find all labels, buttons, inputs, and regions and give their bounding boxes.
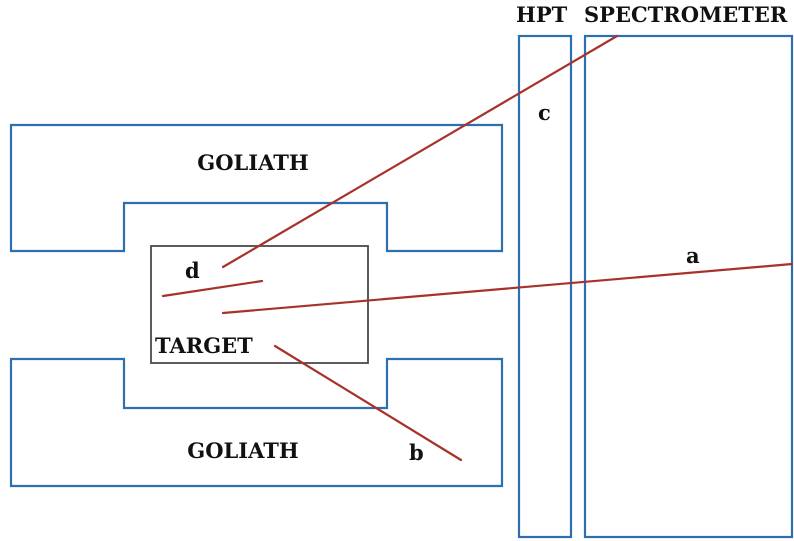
- track-a-line: [221, 262, 794, 315]
- spectrometer-detector: [583, 34, 794, 539]
- goliath-bottom-label: GOLIATH: [187, 438, 298, 463]
- track-c-line: [221, 34, 619, 269]
- track-d-label: d: [185, 258, 200, 283]
- track-d-line: [161, 279, 264, 298]
- track-c-label: c: [538, 100, 551, 125]
- hpt-label: HPT: [516, 2, 568, 27]
- goliath-bottom-magnet: [9, 357, 504, 488]
- target-label: TARGET: [155, 333, 253, 358]
- goliath-top-label: GOLIATH: [197, 150, 308, 175]
- track-b-label: b: [409, 440, 424, 465]
- spectrometer-label: SPECTROMETER: [584, 2, 788, 27]
- track-b-line: [273, 344, 463, 462]
- track-a-label: a: [686, 243, 700, 268]
- goliath-top-magnet: [9, 123, 504, 253]
